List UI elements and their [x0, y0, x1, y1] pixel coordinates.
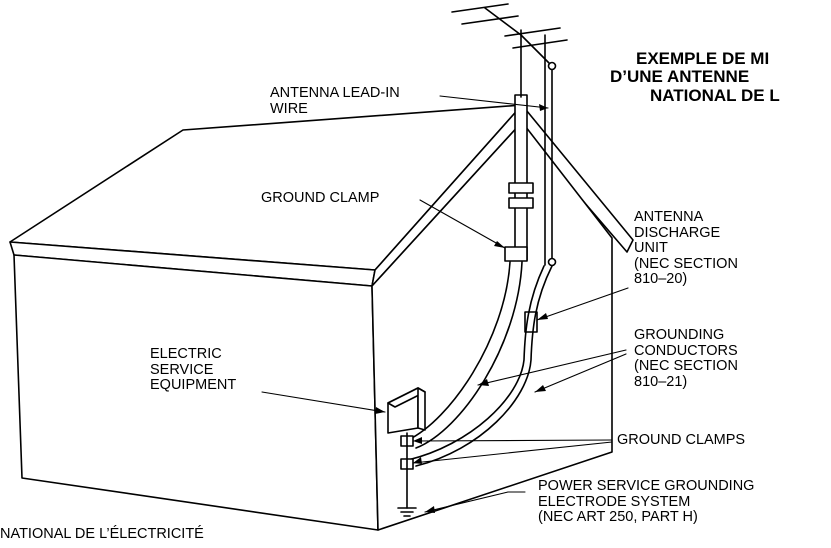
title-line-3: NATIONAL DE L [650, 86, 780, 105]
title-line-2: D’UNE ANTENNE [610, 67, 750, 86]
diagram-title: EXEMPLE DE MI [636, 49, 769, 68]
title-line-1: EXEMPLE DE MI [636, 49, 770, 68]
label-ground-clamps: GROUND CLAMPS [617, 432, 746, 448]
diagram-title-2: D’UNE ANTENNE [610, 67, 749, 86]
grounding-conductor-2 [415, 261, 523, 449]
antenna-array [451, 3, 568, 267]
footer-caption: NATIONAL DE L’ÉLECTRICITÉ [0, 526, 204, 542]
label-ground-clamp: GROUND CLAMP [261, 190, 380, 206]
discharge-lead [415, 265, 553, 467]
label-grounding-conductors: GROUNDING CONDUCTORS (NEC SECTION 810–21… [634, 327, 738, 390]
label-power-service-grounding: POWER SERVICE GROUNDING ELECTRODE SYSTEM… [538, 478, 755, 525]
mast-brackets [508, 182, 534, 209]
diagram-title-3: NATIONAL DE L [650, 86, 780, 105]
label-antenna-discharge-unit: ANTENNA DISCHARGE UNIT (NEC SECTION 810–… [634, 209, 738, 287]
label-antenna-lead-in: ANTENNA LEAD-IN WIRE [270, 85, 400, 117]
label-electric-service-equipment: ELECTRIC SERVICE EQUIPMENT [150, 346, 237, 393]
antenna-mast [514, 94, 528, 261]
leader-lines [261, 95, 629, 513]
mast-ground-clamp [504, 246, 528, 262]
